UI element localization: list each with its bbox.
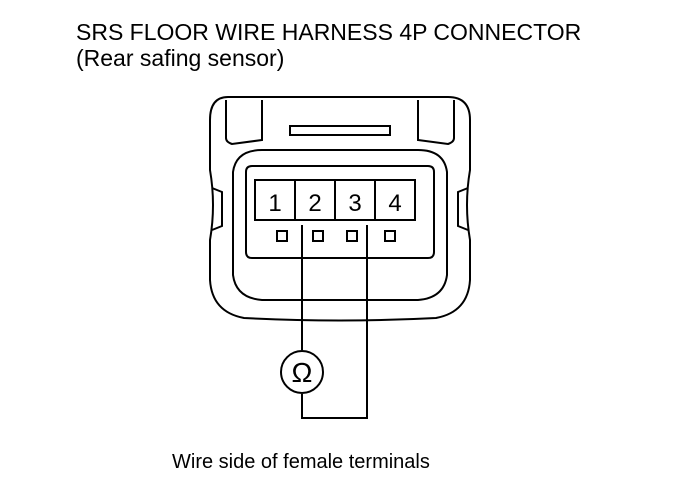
terminal-4-label: 4 — [388, 190, 401, 217]
terminal-1-pin — [276, 230, 288, 242]
left-latch — [225, 100, 263, 146]
terminal-2-pin — [312, 230, 324, 242]
ohmmeter-circle — [280, 350, 324, 394]
diagram-caption: Wire side of female terminals — [172, 451, 430, 473]
right-side-guide — [457, 187, 469, 231]
left-side-guide — [211, 187, 223, 231]
connector-housing-outer — [209, 96, 471, 322]
probe-wire-right — [301, 225, 368, 419]
terminal-4-box — [374, 179, 416, 221]
terminal-cavity — [245, 165, 435, 259]
ohmmeter-symbol: Ω — [292, 357, 313, 388]
terminal-3-label: 3 — [348, 190, 361, 217]
ohmmeter-icon: Ω — [280, 350, 324, 394]
diagram-title: SRS FLOOR WIRE HARNESS 4P CONNECTOR — [76, 19, 582, 45]
right-latch — [417, 100, 455, 146]
connector-housing-inner — [232, 149, 448, 301]
terminal-4-pin — [384, 230, 396, 242]
terminal-2-label: 2 — [308, 190, 321, 217]
terminal-1-label: 1 — [268, 190, 281, 217]
locking-tab — [289, 125, 391, 136]
terminal-3-pin — [346, 230, 358, 242]
diagram-subtitle: (Rear safing sensor) — [76, 45, 285, 71]
